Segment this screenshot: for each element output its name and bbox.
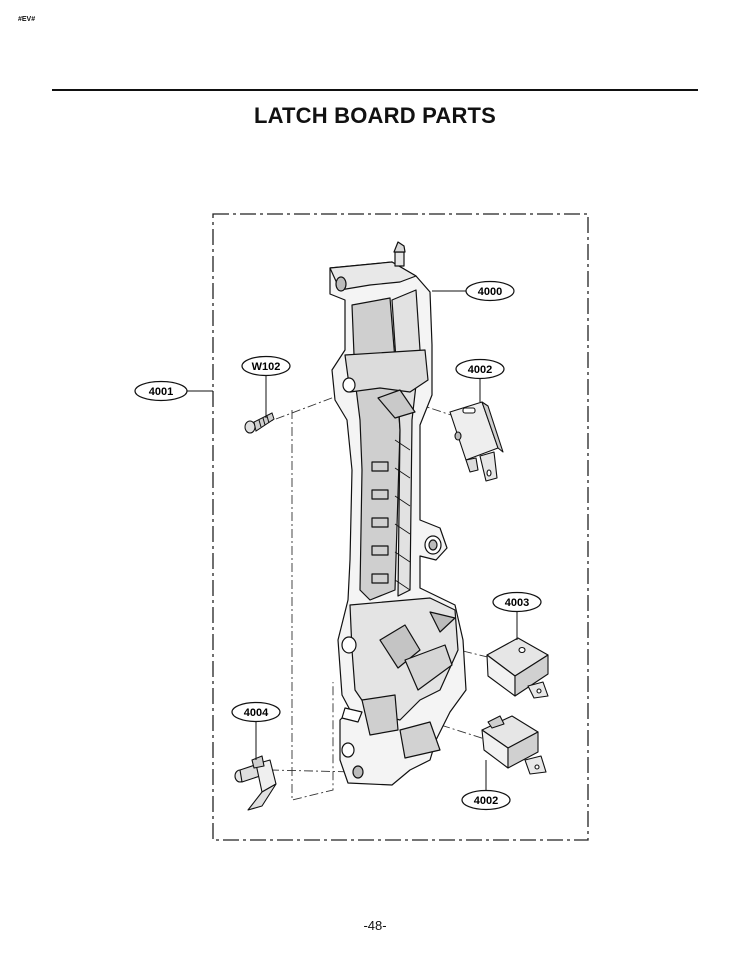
switch-middle (486, 637, 549, 699)
callout-4003: 4003 (492, 591, 542, 613)
title-rule (52, 89, 698, 91)
latch-board (329, 241, 467, 786)
assembly-boundary (212, 213, 589, 841)
callout-4002-bottom: 4002 (461, 789, 511, 811)
svg-text:4002: 4002 (468, 364, 492, 376)
switch-top (449, 401, 504, 482)
svg-text:4002: 4002 (474, 795, 498, 807)
corner-tag: #EV# (18, 16, 36, 23)
callout-4001: 4001 (134, 380, 188, 402)
callout-4004: 4004 (231, 701, 281, 723)
svg-text:W102: W102 (252, 361, 281, 373)
svg-text:4001: 4001 (149, 386, 173, 398)
callout-w102: W102 (241, 355, 291, 377)
screw (244, 412, 275, 434)
callout-4002-top: 4002 (455, 358, 505, 380)
page-number: -48- (363, 918, 387, 933)
leader-lines (187, 290, 518, 790)
svg-text:4000: 4000 (478, 286, 502, 298)
callout-4000: 4000 (465, 280, 515, 302)
page-title: LATCH BOARD PARTS (253, 103, 497, 128)
svg-text:4004: 4004 (244, 707, 269, 719)
switch-bottom (481, 715, 547, 775)
lever (234, 755, 277, 811)
guide-lines (259, 392, 501, 801)
svg-text:4003: 4003 (505, 597, 529, 609)
